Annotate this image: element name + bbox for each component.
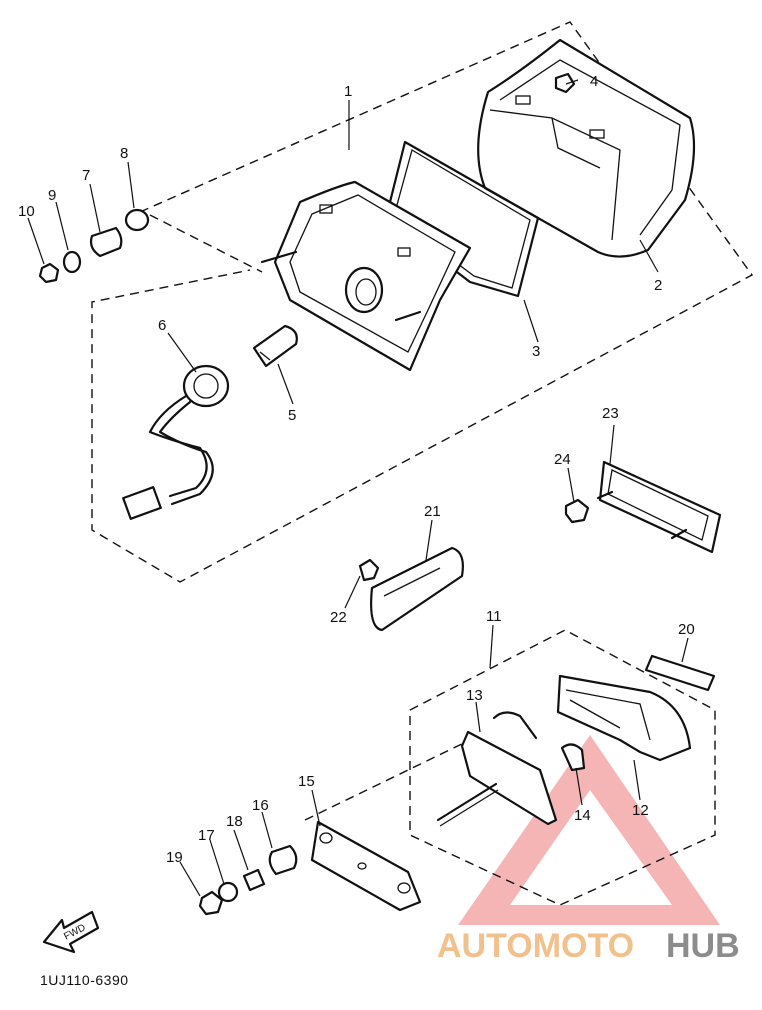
assembly-1-dashed-outline [91, 21, 754, 583]
callout-23: 23 [602, 405, 619, 422]
callout-3: 3 [532, 343, 540, 360]
reflector-nut [358, 558, 380, 582]
callout-9: 9 [48, 187, 56, 204]
bulb-socket-harness [122, 364, 230, 520]
callout-18: 18 [226, 813, 243, 830]
nut-19 [198, 890, 224, 916]
spacer-18 [242, 868, 266, 892]
callout-1: 1 [344, 83, 352, 100]
watermark-text-left: AUTOMOTO [437, 927, 634, 965]
callout-8: 8 [120, 145, 128, 162]
collar-8 [124, 208, 150, 232]
nut-10 [38, 262, 60, 284]
grommet-set [38, 208, 150, 284]
callout-21: 21 [424, 503, 441, 520]
side-reflector [370, 546, 464, 632]
callout-2: 2 [654, 277, 662, 294]
callout-13: 13 [466, 687, 483, 704]
label-sticker [644, 654, 716, 692]
callout-14: 14 [574, 807, 591, 824]
forward-direction-arrow: FWD [42, 910, 100, 954]
callout-4: 4 [590, 73, 598, 90]
license-plate-gasket [310, 820, 422, 912]
callout-19: 19 [166, 849, 183, 866]
license-light-bracket [436, 711, 558, 827]
callout-6: 6 [158, 317, 166, 334]
assembly-1-lead-rail [149, 214, 263, 273]
collar-16 [268, 844, 298, 876]
callout-11: 11 [486, 608, 502, 625]
callout-5: 5 [288, 407, 296, 424]
callout-20: 20 [678, 621, 695, 638]
callout-labels: 1 2 3 4 5 6 7 8 9 10 11 12 13 14 15 16 1… [18, 73, 695, 866]
tail-lamp-lens [477, 38, 696, 258]
plate-fastener-set [198, 844, 298, 916]
lens-nut [554, 72, 576, 94]
callout-24: 24 [554, 451, 571, 468]
washer-17 [217, 881, 239, 903]
callout-7: 7 [82, 167, 90, 184]
diagram-part-code: 1UJ110-6390 [40, 972, 129, 988]
callout-22: 22 [330, 609, 347, 626]
callout-15: 15 [298, 773, 315, 790]
washer-9 [62, 250, 82, 274]
callout-17: 17 [198, 827, 215, 844]
lamp-housing [260, 180, 472, 372]
automotohub-watermark: AUTOMOTO HUB [437, 735, 740, 965]
rear-reflector [596, 460, 722, 554]
rear-reflector-nut [564, 498, 590, 524]
license-bulb [560, 743, 586, 772]
callout-16: 16 [252, 797, 269, 814]
callout-10: 10 [18, 203, 35, 220]
license-light-housing [556, 674, 692, 762]
grommet-7 [89, 226, 123, 258]
watermark-text-right: HUB [666, 927, 740, 965]
assembly-11-dashed-outline [409, 629, 716, 906]
watermark-triangle-inner [510, 790, 672, 905]
tail-bulb [252, 324, 298, 368]
callout-12: 12 [632, 802, 649, 819]
assembly-11-lead-rail [304, 739, 471, 821]
leader-lines [27, 79, 689, 897]
